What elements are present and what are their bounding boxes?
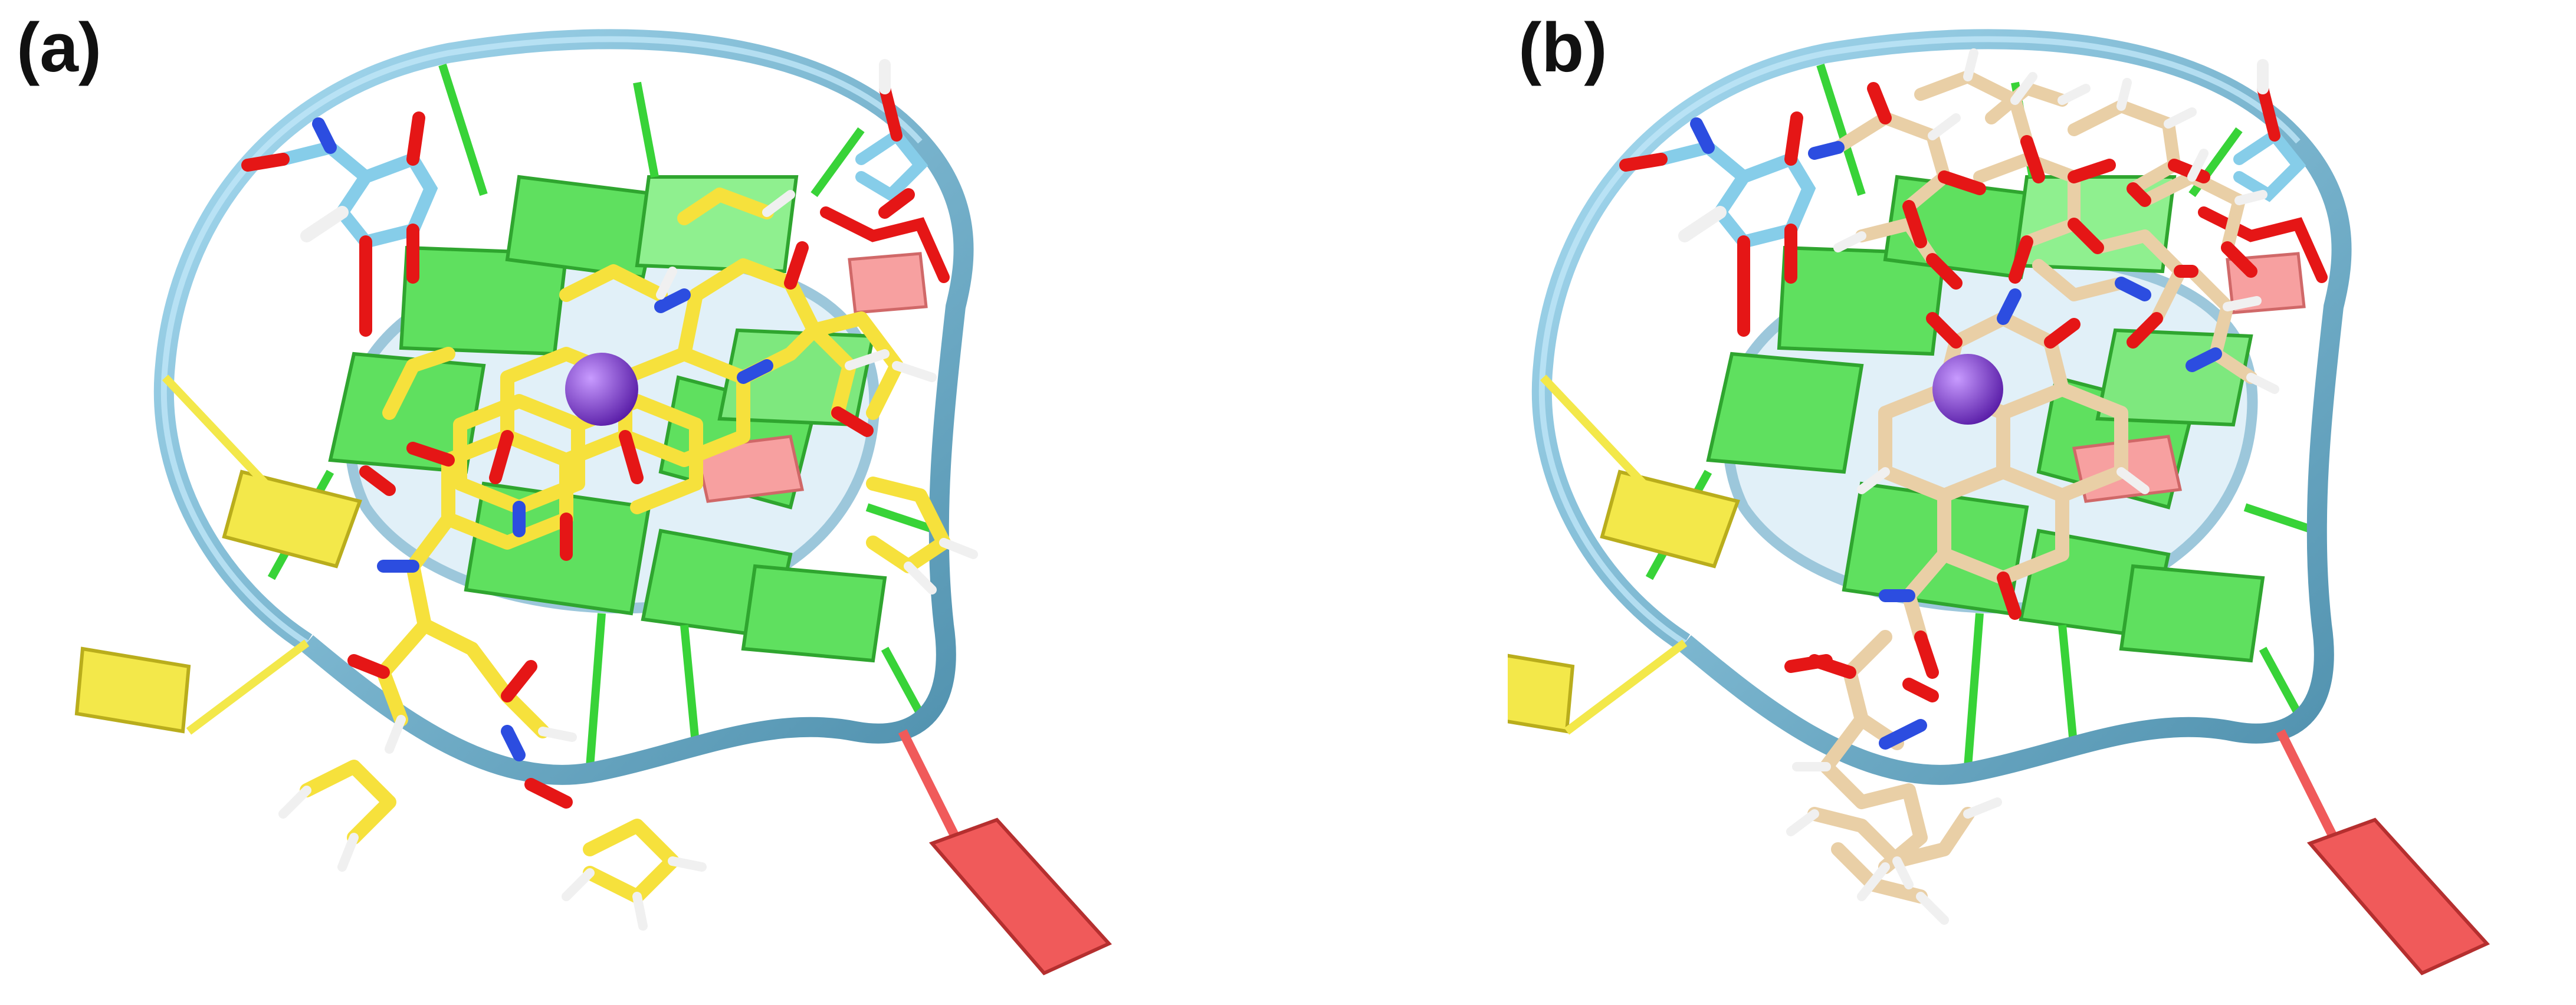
panel-a-structure xyxy=(74,29,1112,976)
adenine-tail xyxy=(898,729,1112,976)
panel-b: (b) xyxy=(1508,0,2576,1005)
panel-a: (a) xyxy=(17,9,1112,976)
base-linkers xyxy=(267,63,940,767)
panel-b-label: (b) xyxy=(1518,9,1607,87)
guanine-quartets xyxy=(1706,175,2265,663)
panel-b-structure xyxy=(1508,29,2490,976)
ligand-ensemble xyxy=(278,188,978,931)
ligand-ensemble xyxy=(1808,48,2279,394)
panel-a-label: (a) xyxy=(17,9,102,87)
thymine-slabs xyxy=(74,469,362,734)
adenine-slab-2 xyxy=(848,252,928,314)
potassium-ion xyxy=(1932,354,2003,425)
potassium-ion xyxy=(565,353,638,426)
thymine-slabs xyxy=(1508,469,1740,734)
nucleotide-sticks xyxy=(241,111,438,337)
nucleotide-sticks xyxy=(1619,111,1816,337)
adenine-slab xyxy=(694,435,805,503)
adenine-tail xyxy=(2276,729,2490,976)
